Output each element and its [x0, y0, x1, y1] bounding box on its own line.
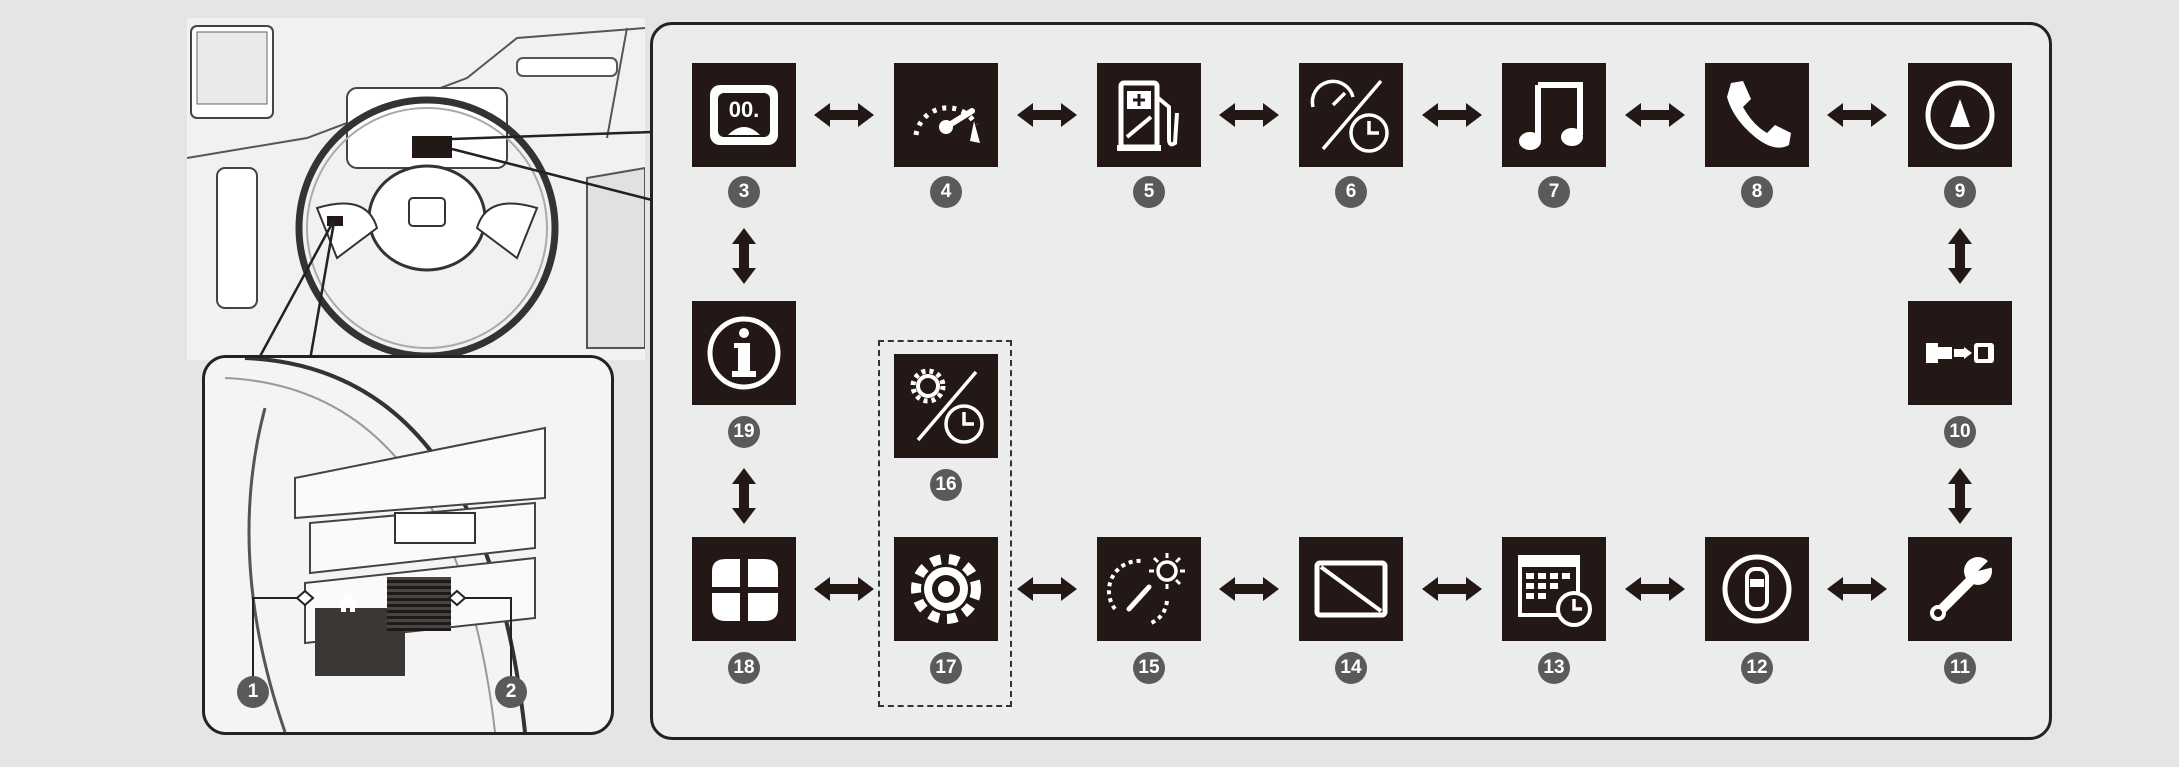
- badge-13: 13: [1538, 652, 1570, 684]
- tile-seatbelt[interactable]: [1908, 301, 2012, 405]
- steering-button-detail: 1 2: [202, 355, 614, 735]
- selector-wheel[interactable]: [387, 577, 451, 631]
- svg-text:00.: 00.: [729, 97, 760, 122]
- badge-19: 19: [728, 416, 760, 448]
- tile-speed-clock[interactable]: [1299, 63, 1403, 167]
- button-leader-lines: [252, 589, 512, 683]
- tile-maintenance[interactable]: [1908, 537, 2012, 641]
- tile-fuel[interactable]: [1097, 63, 1201, 167]
- steering-wheel-drawing: [187, 18, 645, 360]
- tile-trip-odometer[interactable]: 00.: [692, 63, 796, 167]
- tile-audio[interactable]: [1502, 63, 1606, 167]
- badge-15: 15: [1133, 652, 1165, 684]
- car-top-view-icon: [1722, 554, 1792, 624]
- layout-grid-icon: [712, 559, 778, 621]
- calendar-clock-icon: [1518, 555, 1592, 627]
- blank-screen-icon: [1314, 560, 1388, 618]
- music-note-icon: [1519, 82, 1583, 150]
- badge-8: 8: [1741, 176, 1773, 208]
- badge-3: 3: [728, 176, 760, 208]
- phone-icon: [1727, 81, 1791, 148]
- tile-settings-clock[interactable]: [894, 354, 998, 458]
- tile-navigation[interactable]: [1908, 63, 2012, 167]
- tile-layout[interactable]: [692, 537, 796, 641]
- settings-gear-icon: [911, 554, 981, 624]
- settings-clock-icon: [910, 368, 984, 444]
- badge-12: 12: [1741, 652, 1773, 684]
- badge-4: 4: [930, 176, 962, 208]
- badge-10: 10: [1944, 416, 1976, 448]
- navigation-compass-icon: [1925, 80, 1995, 150]
- dashboard-illustration: [187, 18, 645, 360]
- tile-brightness[interactable]: [1097, 537, 1201, 641]
- callout-2: 2: [495, 676, 527, 708]
- callout-1: 1: [237, 676, 269, 708]
- fuel-pump-icon: [1117, 80, 1179, 151]
- speedometer-clock-icon: [1310, 79, 1389, 153]
- tile-phone[interactable]: [1705, 63, 1809, 167]
- steering-button-drawing: [205, 358, 611, 732]
- badge-16: 16: [930, 469, 962, 501]
- seatbelt-icon: [1926, 343, 1994, 363]
- wrench-icon: [1930, 557, 1994, 621]
- badge-17: 17: [930, 652, 962, 684]
- odometer-trip-icon: 00.: [710, 85, 778, 145]
- badge-5: 5: [1133, 176, 1165, 208]
- tile-info[interactable]: [692, 301, 796, 405]
- tile-calendar-clock[interactable]: [1502, 537, 1606, 641]
- home-icon[interactable]: [333, 587, 363, 617]
- badge-9: 9: [1944, 176, 1976, 208]
- tile-blank[interactable]: [1299, 537, 1403, 641]
- badge-18: 18: [728, 652, 760, 684]
- badge-11: 11: [1944, 652, 1976, 684]
- info-icon: [707, 316, 781, 390]
- tile-door-status[interactable]: [1705, 537, 1809, 641]
- tile-settings[interactable]: [894, 537, 998, 641]
- speedometer-icon: [913, 105, 980, 143]
- badge-6: 6: [1335, 176, 1367, 208]
- settings-subgroup-outline: [878, 340, 1012, 707]
- brightness-meter-icon: [1107, 553, 1185, 625]
- badge-7: 7: [1538, 176, 1570, 208]
- badge-14: 14: [1335, 652, 1367, 684]
- tile-speedometer[interactable]: [894, 63, 998, 167]
